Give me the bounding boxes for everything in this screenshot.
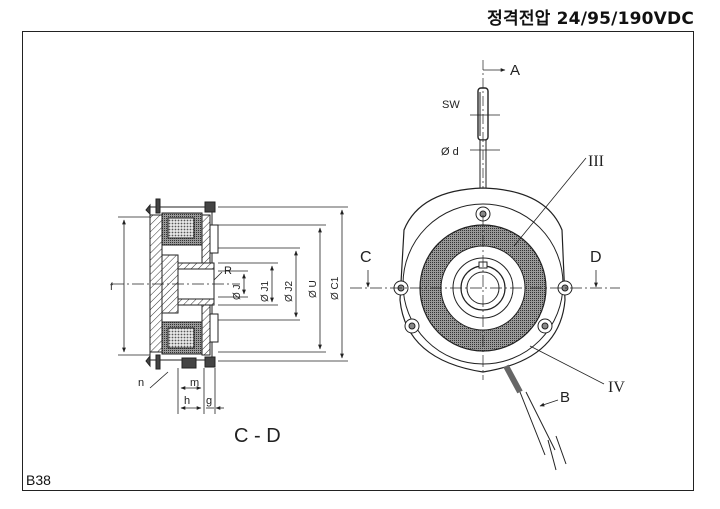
dim-j: Ø J bbox=[232, 284, 243, 300]
label-sw: SW bbox=[442, 99, 460, 111]
dim-g: g bbox=[206, 395, 212, 407]
section-dimensions bbox=[118, 206, 348, 414]
dim-c1: Ø C1 bbox=[330, 276, 341, 300]
dim-n: n bbox=[138, 377, 144, 389]
drawing-frame bbox=[22, 31, 694, 491]
label-a: A bbox=[510, 62, 520, 79]
dim-j2: Ø J2 bbox=[284, 280, 295, 302]
label-iii: III bbox=[588, 153, 604, 170]
label-d: D bbox=[590, 249, 602, 266]
section-view bbox=[112, 198, 240, 370]
label-d-dia: Ø d bbox=[441, 146, 459, 158]
dim-h: h bbox=[184, 395, 190, 407]
front-view bbox=[350, 60, 620, 471]
dim-j1: Ø J1 bbox=[260, 280, 271, 302]
dim-m: m bbox=[190, 377, 199, 389]
section-title: C - D bbox=[234, 425, 281, 447]
label-b: B bbox=[560, 389, 570, 406]
page-id: B38 bbox=[26, 472, 51, 488]
label-c: C bbox=[360, 249, 372, 266]
front-annotations bbox=[366, 68, 605, 407]
dim-f: f bbox=[110, 282, 113, 293]
label-iv: IV bbox=[608, 379, 625, 396]
dim-r: R bbox=[224, 265, 232, 277]
voltage-title: 정격전압 24/95/190VDC bbox=[487, 9, 694, 29]
dim-u: Ø U bbox=[308, 280, 319, 298]
